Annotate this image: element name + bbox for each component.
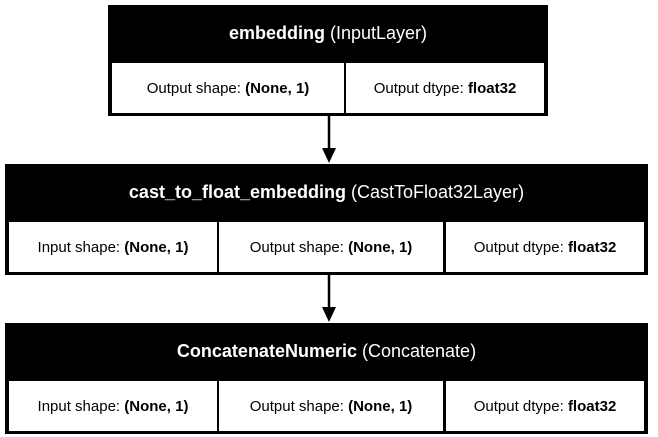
field-label: Input shape: [37,397,121,415]
arrow-down [322,116,336,163]
layer-box-cast-to-float-embedding: cast_to_float_embedding (CastToFloat32La… [5,164,648,275]
layer-header: cast_to_float_embedding (CastToFloat32La… [5,164,648,220]
field-label: Output shape: [249,397,344,415]
arrow-down [322,275,336,322]
output-dtype-cell: Output dtype: float32 [346,63,544,113]
field-label: Output shape: [249,238,344,256]
field-label: Output dtype: [473,397,564,415]
input-shape-cell: Input shape: (None, 1) [9,222,217,272]
layer-name: cast_to_float_embedding [128,181,346,202]
field-label: Input shape: [37,238,121,256]
input-shape-cell: Input shape: (None, 1) [9,381,217,431]
field-value: float32 [567,397,617,415]
field-value: float32 [467,79,517,97]
layer-name: embedding [228,22,325,43]
output-dtype-cell: Output dtype: float32 [446,381,644,431]
field-value: (None, 1) [245,79,310,97]
output-shape-cell: Output shape: (None, 1) [112,63,344,113]
field-label: Output dtype: [473,238,564,256]
layer-type: (InputLayer) [329,22,428,43]
layer-header: embedding (InputLayer) [108,5,548,61]
field-label: Output dtype: [373,79,464,97]
field-label: Output shape: [146,79,241,97]
field-value: float32 [567,238,617,256]
output-shape-cell: Output shape: (None, 1) [219,222,443,272]
layer-header: ConcatenateNumeric (Concatenate) [5,323,648,379]
field-value: (None, 1) [124,397,189,415]
layer-box-concatenate-numeric: ConcatenateNumeric (Concatenate) Input s… [5,323,648,434]
layer-type: (CastToFloat32Layer) [350,181,525,202]
layer-box-embedding: embedding (InputLayer) Output shape: (No… [108,5,548,116]
output-shape-cell: Output shape: (None, 1) [219,381,443,431]
output-dtype-cell: Output dtype: float32 [446,222,644,272]
layer-name: ConcatenateNumeric [176,340,357,361]
layer-type: (Concatenate) [362,340,477,361]
field-value: (None, 1) [348,238,413,256]
field-value: (None, 1) [124,238,189,256]
field-value: (None, 1) [348,397,413,415]
